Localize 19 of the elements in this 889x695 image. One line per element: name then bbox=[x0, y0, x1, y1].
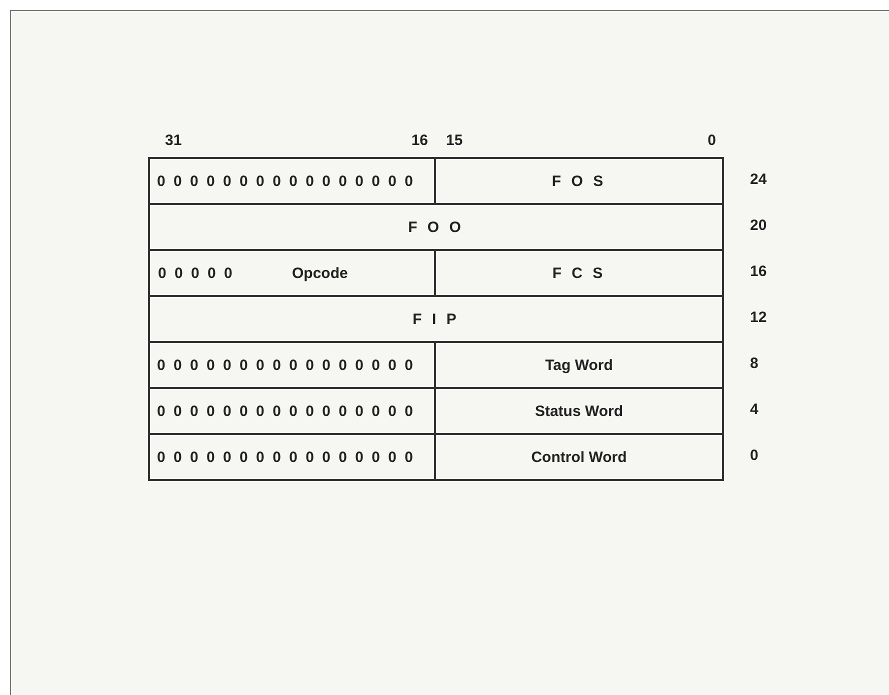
offset-label: 8 bbox=[750, 355, 758, 372]
cell-text: Opcode bbox=[292, 265, 348, 282]
bit-number: 15 bbox=[446, 132, 463, 149]
offset-label: 12 bbox=[750, 309, 767, 326]
table-cell: Control Word bbox=[434, 433, 724, 481]
table-cell: F O O bbox=[148, 203, 724, 251]
offset-label: 4 bbox=[750, 401, 758, 418]
cell-text: 0 0 0 0 0 bbox=[158, 265, 234, 282]
table-cell: 0 0 0 0 0 0 0 0 0 0 0 0 0 0 0 0 bbox=[148, 433, 436, 481]
offset-label: 16 bbox=[750, 263, 767, 280]
bit-number: 16 bbox=[411, 132, 428, 149]
offset-label: 20 bbox=[750, 217, 767, 234]
table-cell: 0 0 0 0 0 0 0 0 0 0 0 0 0 0 0 0 bbox=[148, 157, 436, 205]
bit-number: 31 bbox=[165, 132, 182, 149]
bit-number: 0 bbox=[708, 132, 716, 149]
offset-label: 24 bbox=[750, 171, 767, 188]
offset-label: 0 bbox=[750, 447, 758, 464]
table-cell: F O S bbox=[434, 157, 724, 205]
table-cell: F I P bbox=[148, 295, 724, 343]
